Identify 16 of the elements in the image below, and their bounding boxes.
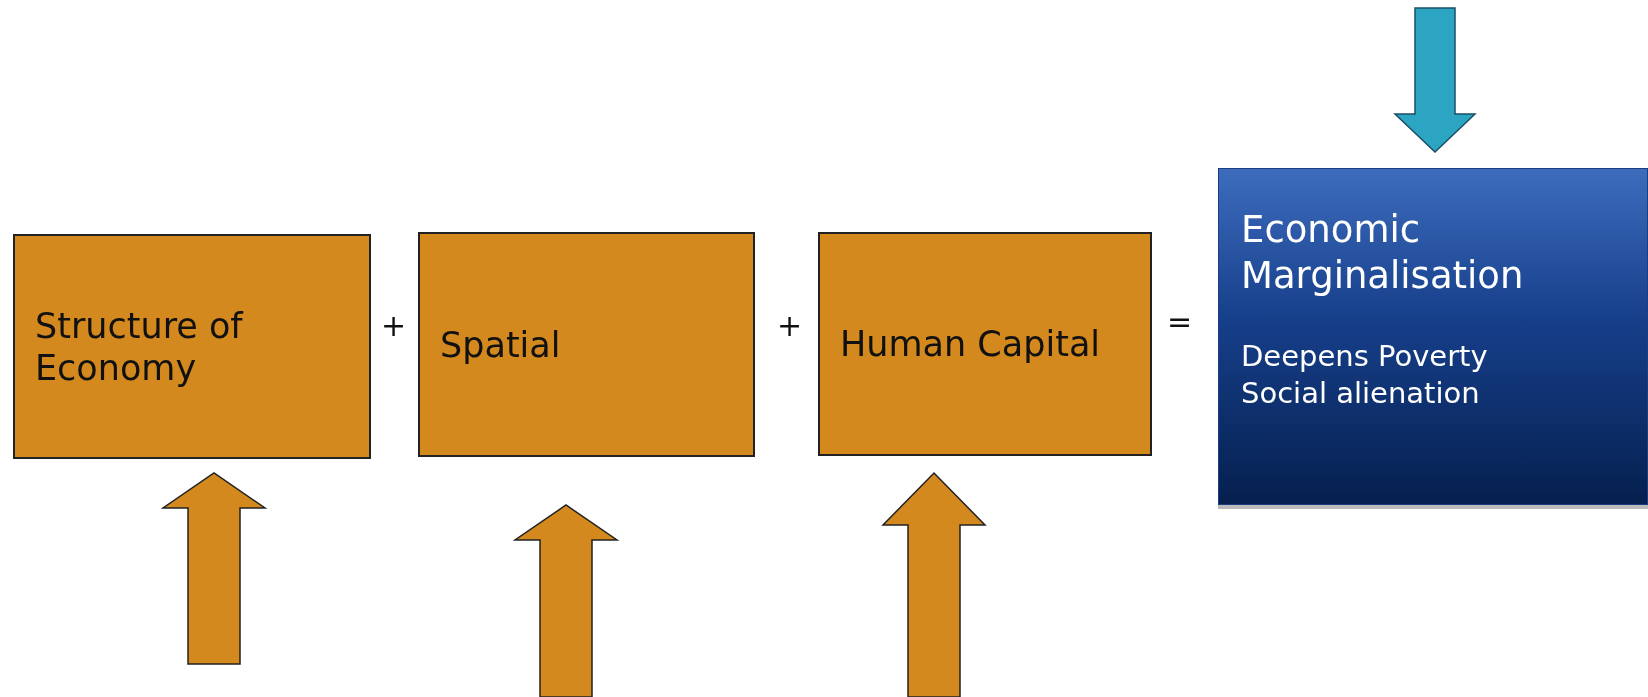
- factor-box: [13, 234, 371, 459]
- operator-sign: +: [381, 308, 407, 343]
- factor-box: [818, 232, 1152, 456]
- box-label: Human Capital: [840, 323, 1101, 365]
- box-label: Structure of Economy: [35, 304, 245, 389]
- box-label: Economic Marginalisation: [1241, 207, 1525, 300]
- block-arrow: [512, 504, 620, 697]
- factor-box: [418, 232, 755, 457]
- operator-sign: +: [777, 308, 803, 343]
- outcome-text: Deepens Poverty: [1241, 337, 1489, 375]
- block-arrow: [881, 471, 987, 697]
- block-arrow: [160, 472, 268, 665]
- operator-sign: =: [1167, 304, 1193, 339]
- outcome-text: Social alienation: [1241, 375, 1481, 413]
- box-label: Spatial: [440, 323, 561, 366]
- block-arrow: [1393, 7, 1477, 154]
